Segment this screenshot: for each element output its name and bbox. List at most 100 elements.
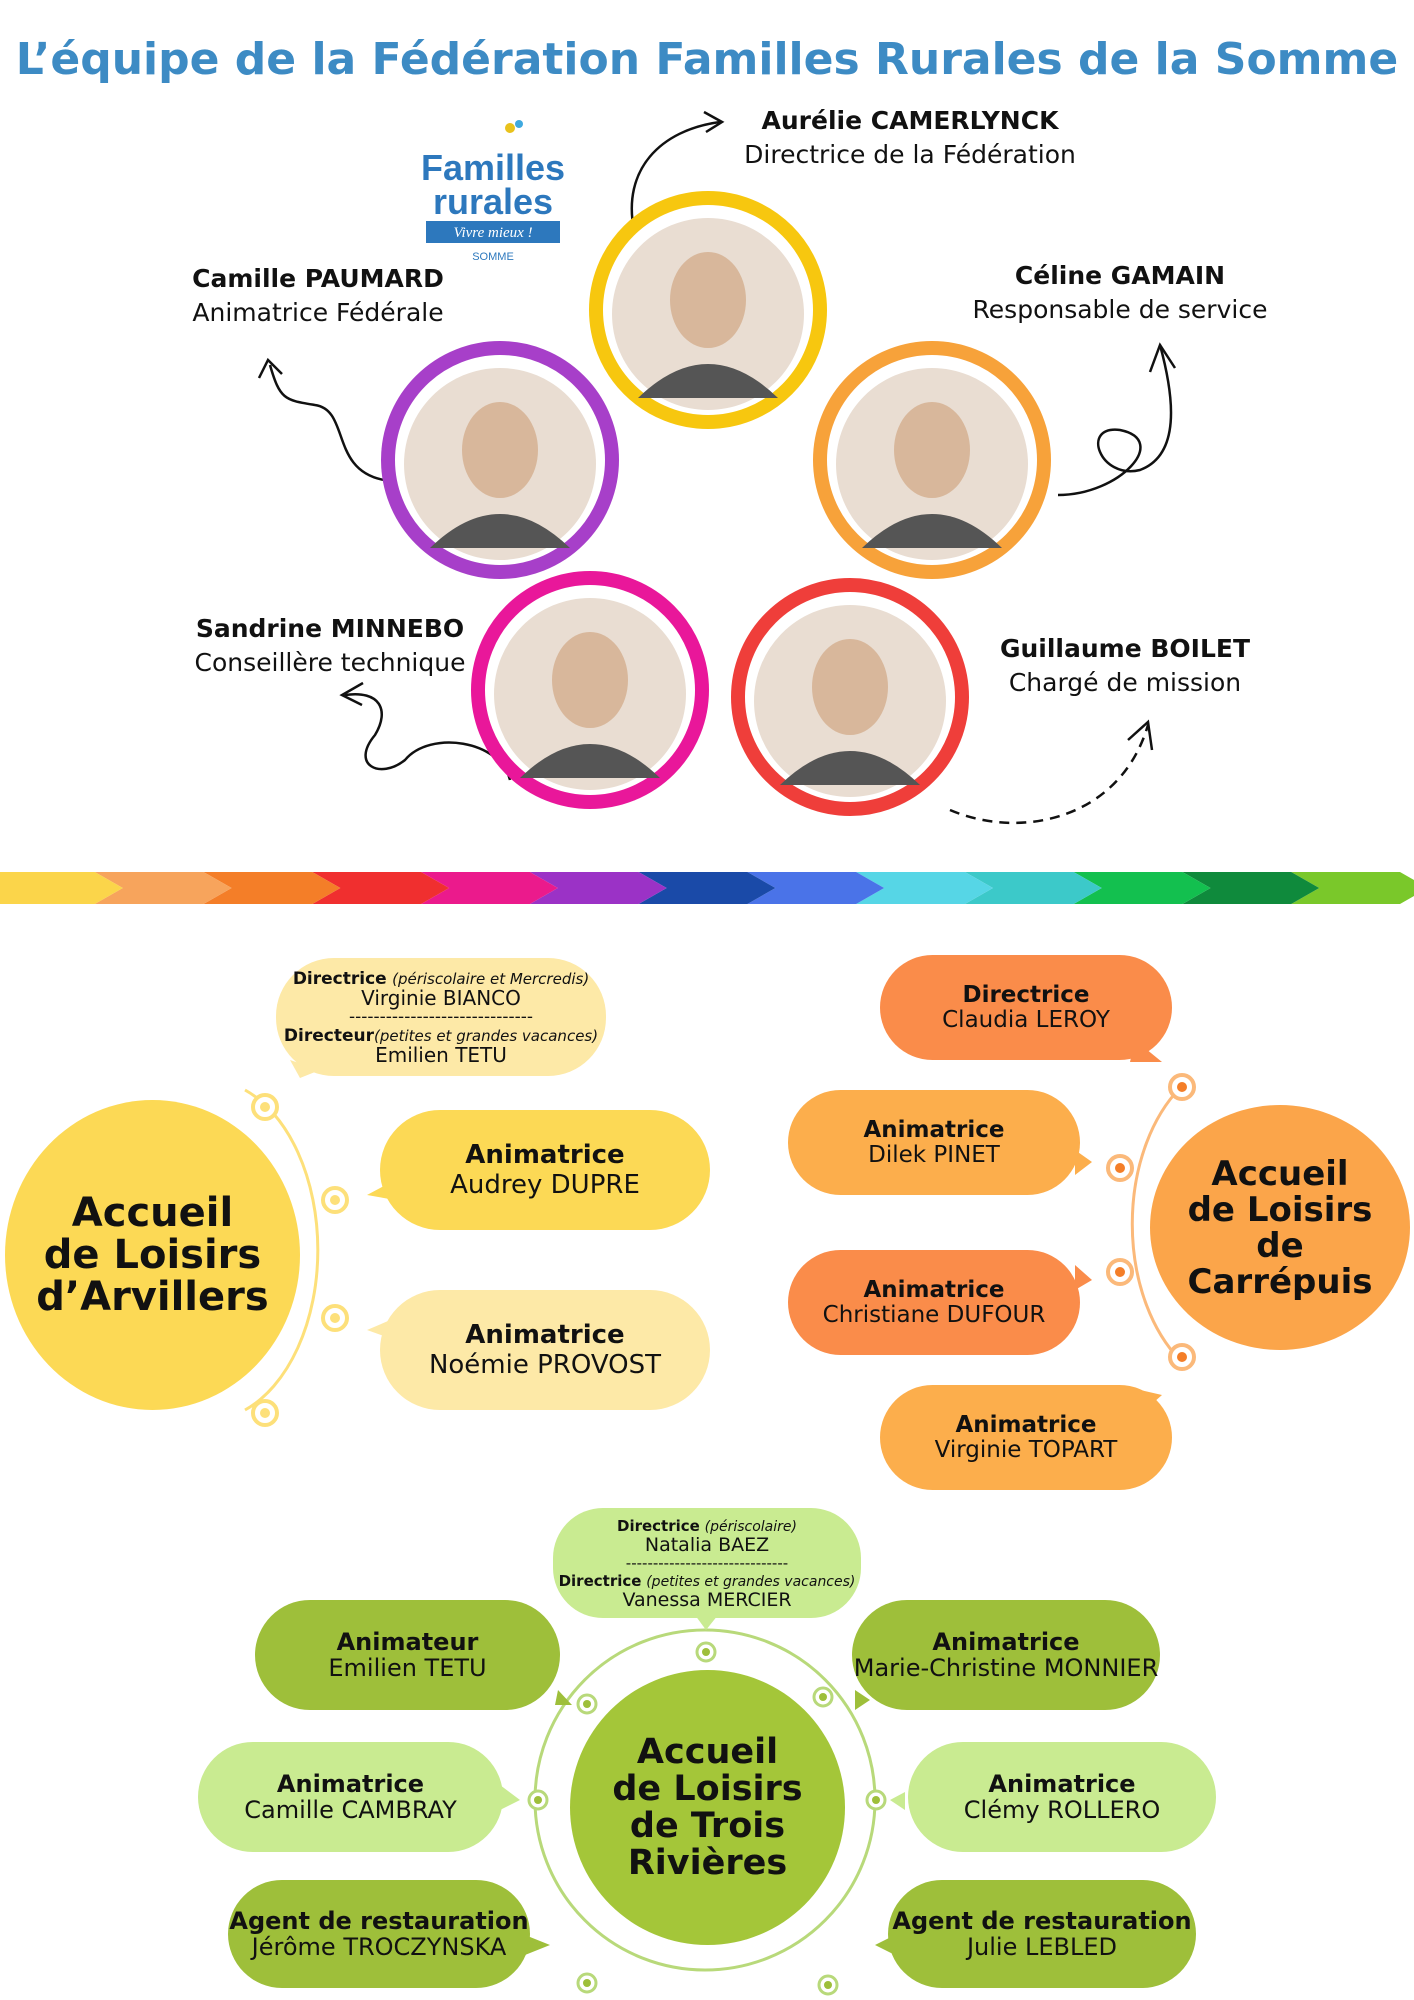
member-role: Animatrice Fédérale — [192, 298, 444, 327]
center-line: Accueil — [636, 1731, 779, 1772]
center-line: d’Arvillers — [36, 1274, 269, 1320]
arrow-sandrine-head — [339, 681, 364, 707]
trois-rivieres-staff-2: Animatrice Marie-Christine MONNIER — [852, 1600, 1160, 1710]
director-separator: ------------------------------ — [625, 1554, 789, 1572]
director-role: Directeur — [283, 1025, 374, 1046]
director-separator: ------------------------------ — [348, 1006, 534, 1027]
arrow-guillaume-head — [1127, 719, 1154, 751]
logo-tagline: Vivre mieux ! — [453, 225, 532, 241]
center-line: de Trois — [629, 1805, 786, 1846]
logo-line2: rurales — [433, 181, 553, 222]
arrow-celine-head — [1148, 342, 1177, 373]
staff-name: Clémy ROLLERO — [963, 1796, 1161, 1824]
arrow-camille-head — [257, 357, 283, 379]
member-role: Chargé de mission — [1008, 668, 1242, 697]
trois-rivieres-staff-3: Animatrice Camille CAMBRAY — [198, 1742, 503, 1852]
portrait-aurelie — [589, 191, 827, 429]
staff-name: Camille CAMBRAY — [244, 1796, 457, 1824]
staff-name: Christiane DUFOUR — [822, 1301, 1046, 1328]
director-name: Natalia BAEZ — [644, 1534, 770, 1556]
divider-segment — [1073, 872, 1211, 904]
divider-segment — [1182, 872, 1320, 904]
divider-segment — [94, 872, 232, 904]
director-role: Directrice — [617, 1517, 700, 1535]
arrow-sandrine — [344, 692, 512, 781]
arrow-aurelie — [630, 120, 721, 231]
member-role: Responsable de service — [972, 295, 1268, 324]
staff-name: Dilek PINET — [868, 1141, 1000, 1168]
member-role: Conseillère technique — [194, 648, 466, 677]
staff-role: Animatrice — [932, 1628, 1080, 1656]
director-note: (périscolaire) — [704, 1519, 797, 1535]
staff-name: Noémie PROVOST — [428, 1350, 662, 1380]
director-name: Virginie BIANCO — [361, 985, 521, 1010]
carrepuis-center: Accueil de Loisirs de Carrépuis — [1150, 1105, 1410, 1350]
member-sandrine: Sandrine MINNEBO Conseillère technique — [150, 612, 510, 680]
page-title: L’équipe de la Fédération Familles Rural… — [15, 34, 1399, 85]
staff-role: Animateur — [336, 1628, 479, 1656]
member-camille: Camille PAUMARD Animatrice Fédérale — [148, 262, 488, 330]
staff-role: Directrice — [962, 981, 1090, 1008]
familles-rurales-logo: Familles rurales Vivre mieux ! SOMME — [418, 118, 568, 268]
arvillers-center: Accueil de Loisirs d’Arvillers — [5, 1100, 300, 1410]
center-line: Accueil — [71, 1190, 234, 1236]
trois-rivieres-staff-1: Animateur Emilien TETU — [255, 1600, 560, 1710]
staff-role: Animatrice — [988, 1770, 1136, 1798]
staff-role: Agent de restauration — [229, 1907, 529, 1935]
divider-segment — [638, 872, 776, 904]
divider-segment — [421, 872, 558, 904]
center-line: de — [1256, 1225, 1304, 1266]
arrow-celine — [1057, 344, 1173, 497]
trois-rivieres-staff-6: Agent de restauration Julie LEBLED — [888, 1880, 1196, 1988]
carrepuis-staff-2: Animatrice Dilek PINET — [788, 1090, 1080, 1195]
divider-segment — [856, 872, 993, 904]
portrait-camille — [381, 341, 619, 579]
director-note: (petites et grandes vacances) — [373, 1026, 599, 1045]
rainbow-divider — [0, 872, 1414, 904]
trois-rivieres-staff-4: Animatrice Clémy ROLLERO — [908, 1742, 1216, 1852]
member-celine: Céline GAMAIN Responsable de service — [940, 259, 1300, 327]
member-name: Camille PAUMARD — [192, 264, 444, 293]
center-line: Carrépuis — [1187, 1261, 1373, 1302]
logo-region: SOMME — [472, 251, 514, 263]
logo-line1: Familles — [421, 147, 565, 188]
carrepuis-staff-1: Directrice Claudia LEROY — [880, 955, 1172, 1060]
center-line: Rivières — [627, 1842, 788, 1883]
arrow-aurelie-head — [703, 110, 725, 134]
staff-role: Agent de restauration — [892, 1907, 1192, 1935]
staff-role: Animatrice — [863, 1276, 1005, 1303]
staff-name: Marie-Christine MONNIER — [853, 1654, 1159, 1682]
staff-name: Jérôme TROCZYNSKA — [251, 1933, 507, 1961]
center-line: de Loisirs — [43, 1232, 262, 1278]
arvillers-director-bubble: Directrice (périscolaire et Mercredis) V… — [276, 958, 606, 1076]
staff-role: Animatrice — [955, 1411, 1097, 1438]
center-line: de Loisirs — [612, 1768, 803, 1809]
staff-name: Emilien TETU — [328, 1654, 487, 1682]
staff-name: Julie LEBLED — [966, 1933, 1118, 1961]
director-role: Directrice — [558, 1572, 642, 1590]
staff-role: Animatrice — [276, 1770, 425, 1798]
portrait-celine — [813, 341, 1051, 579]
arvillers-staff-2: Animatrice Noémie PROVOST — [380, 1290, 710, 1410]
divider-segment — [1291, 872, 1414, 904]
divider-segment — [529, 872, 667, 904]
portrait-guillaume — [731, 578, 969, 816]
staff-role: Animatrice — [863, 1116, 1005, 1143]
member-aurelie: Aurélie CAMERLYNCK Directrice de la Fédé… — [720, 104, 1100, 172]
member-role: Directrice de la Fédération — [744, 140, 1076, 169]
divider-segment — [964, 872, 1102, 904]
divider-segment — [203, 872, 341, 904]
divider-segment — [312, 872, 450, 904]
portrait-sandrine — [471, 571, 709, 809]
center-line: Accueil — [1211, 1153, 1349, 1194]
director-note: (périscolaire et Mercredis) — [392, 969, 590, 988]
staff-name: Claudia LEROY — [942, 1006, 1110, 1033]
member-name: Sandrine MINNEBO — [195, 614, 465, 643]
director-note: (petites et grandes vacances) — [646, 1574, 856, 1590]
carrepuis-staff-4: Animatrice Virginie TOPART — [880, 1385, 1172, 1490]
member-name: Aurélie CAMERLYNCK — [761, 106, 1059, 135]
member-name: Céline GAMAIN — [1014, 261, 1226, 290]
